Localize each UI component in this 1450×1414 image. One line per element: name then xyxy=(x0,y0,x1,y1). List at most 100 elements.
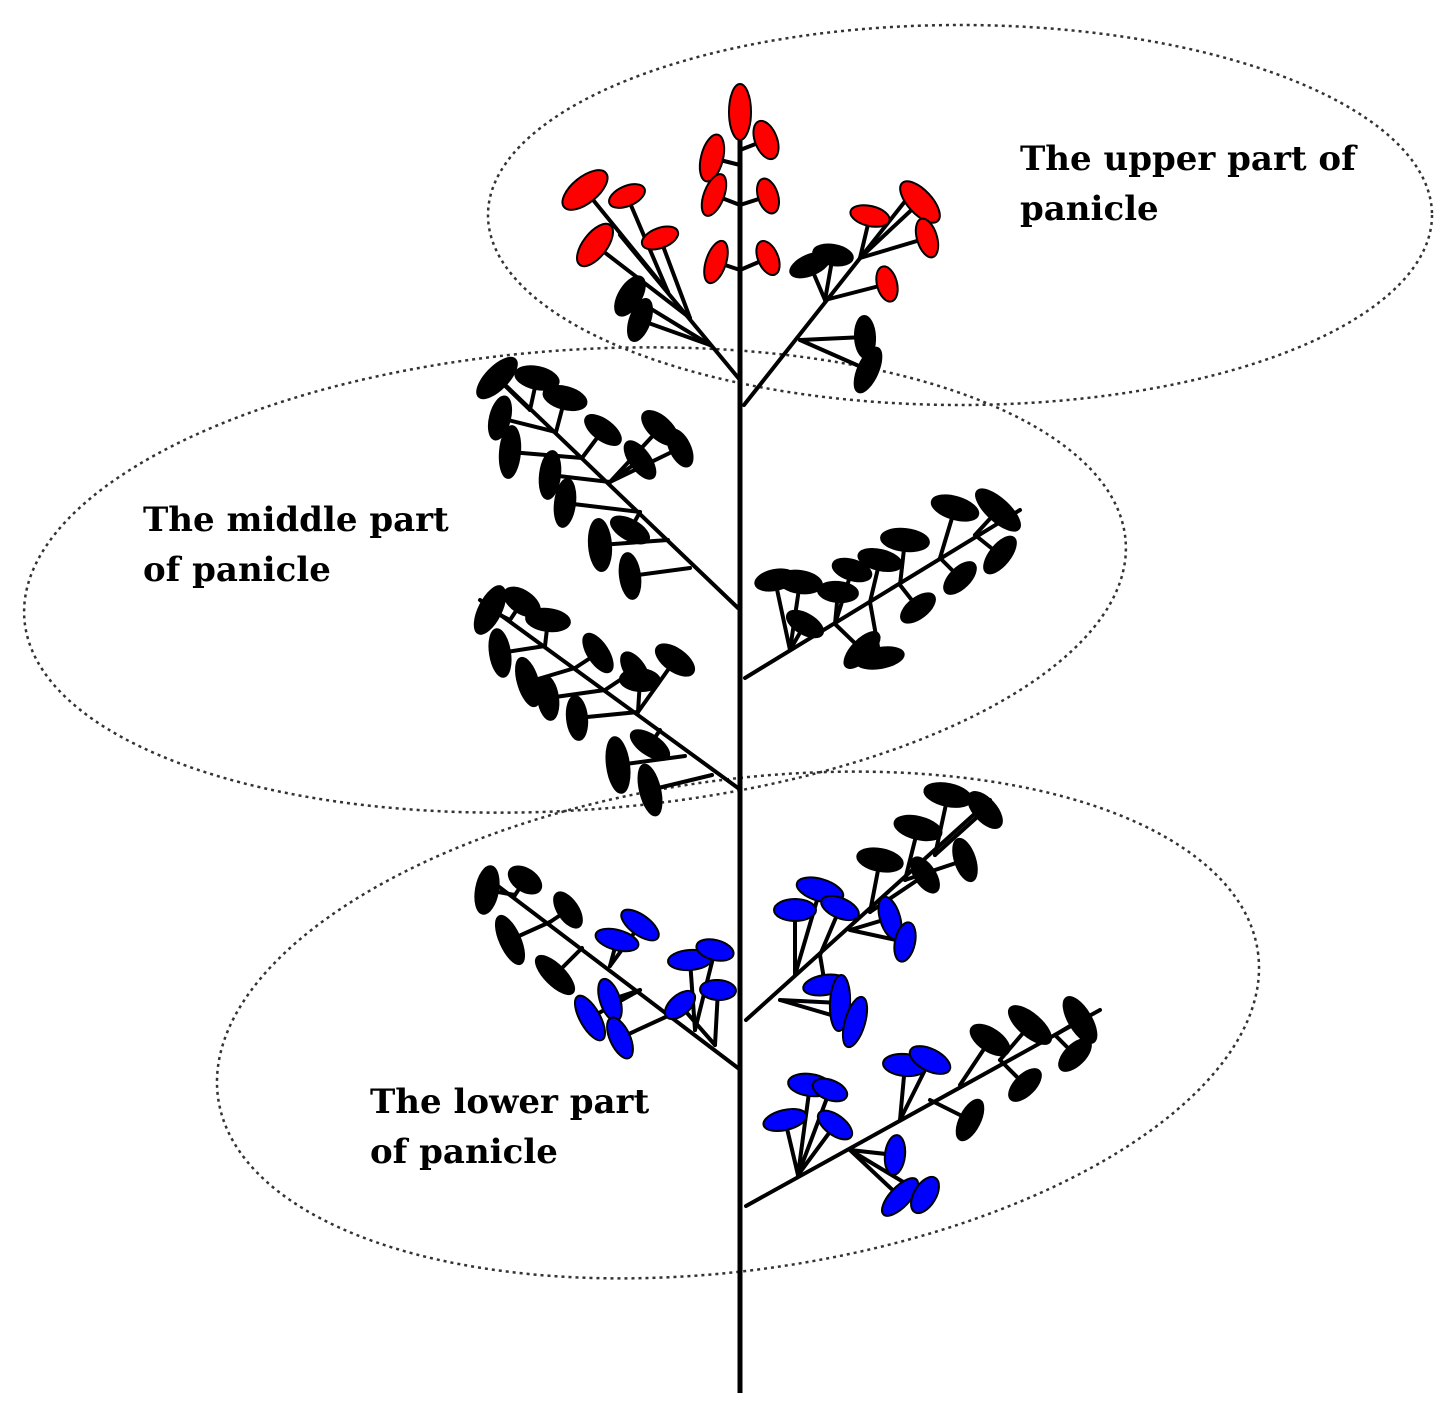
grain-ellipse-icon xyxy=(785,609,825,639)
grain-ellipse-icon xyxy=(627,298,653,342)
grains xyxy=(473,83,1098,1217)
grain-ellipse-icon xyxy=(857,548,903,572)
lower-left-branch xyxy=(488,878,740,1070)
grain-ellipse-icon xyxy=(910,1175,940,1215)
grain-ellipse-icon xyxy=(474,865,500,915)
grain-ellipse-icon xyxy=(914,217,940,259)
grain-ellipse-icon xyxy=(525,607,571,633)
grain-ellipse-icon xyxy=(514,365,560,391)
grain-ellipse-icon xyxy=(880,527,930,553)
pedicel-line xyxy=(563,501,642,514)
grain-ellipse-icon xyxy=(812,243,854,267)
grain-ellipse-icon xyxy=(855,646,905,670)
grain-ellipse-icon xyxy=(629,729,671,761)
pedicel-line xyxy=(858,236,929,260)
grain-ellipse-icon xyxy=(773,898,817,922)
grain-ellipse-icon xyxy=(576,222,614,268)
grain-ellipse-icon xyxy=(654,643,696,677)
grain-ellipse-icon xyxy=(619,667,661,693)
grain-ellipse-icon xyxy=(952,837,978,883)
grain-ellipse-icon xyxy=(883,1134,907,1176)
grain-ellipse-icon xyxy=(594,927,640,953)
pedicel-line xyxy=(658,236,692,320)
grain-ellipse-icon xyxy=(487,395,513,441)
grain-ellipse-icon xyxy=(498,425,522,479)
grain-ellipse-icon xyxy=(698,133,726,183)
grain-ellipse-icon xyxy=(849,204,891,228)
pedicel-line xyxy=(796,1088,832,1177)
grain-ellipse-icon xyxy=(666,428,694,468)
grain-ellipse-icon xyxy=(831,557,873,583)
grain-ellipse-icon xyxy=(756,177,780,215)
grain-ellipse-icon xyxy=(620,908,660,942)
grain-ellipse-icon xyxy=(605,736,631,794)
middle-region-boundary xyxy=(22,346,1128,814)
grain-ellipse-icon xyxy=(699,978,737,1002)
grain-ellipse-icon xyxy=(700,173,728,217)
grain-ellipse-icon xyxy=(817,580,859,604)
grain-ellipse-icon xyxy=(703,239,729,285)
grain-ellipse-icon xyxy=(1062,995,1098,1045)
grain-ellipse-icon xyxy=(606,1016,634,1060)
grain-ellipse-icon xyxy=(969,1023,1011,1057)
grain-ellipse-icon xyxy=(534,954,576,996)
pedicel-line xyxy=(848,1148,902,1199)
grain-ellipse-icon xyxy=(777,569,823,595)
grain-ellipse-icon xyxy=(900,592,936,624)
grain-ellipse-icon xyxy=(930,494,980,522)
grain-ellipse-icon xyxy=(910,856,940,894)
middle-part-label-line2: of panicle xyxy=(143,550,331,590)
grain-ellipse-icon xyxy=(623,440,657,480)
grain-ellipse-icon xyxy=(608,183,646,209)
grain-ellipse-icon xyxy=(893,814,943,842)
grain-ellipse-icon xyxy=(538,450,562,500)
grain-ellipse-icon xyxy=(975,488,1021,532)
grain-ellipse-icon xyxy=(1008,1068,1042,1102)
grain-ellipse-icon xyxy=(587,518,613,572)
grain-ellipse-icon xyxy=(841,995,869,1049)
middle-upper-left-branch xyxy=(498,378,740,610)
lower-part-label-line2: of panicle xyxy=(370,1132,558,1172)
grain-ellipse-icon xyxy=(553,891,583,929)
grain-ellipse-icon xyxy=(1008,1005,1052,1045)
pedicel-line xyxy=(583,188,670,294)
grain-ellipse-icon xyxy=(811,1077,849,1103)
grain-ellipse-icon xyxy=(515,656,541,708)
grain-ellipse-icon xyxy=(663,989,697,1021)
grain-ellipse-icon xyxy=(755,239,781,277)
grain-ellipse-icon xyxy=(610,515,650,545)
grain-ellipse-icon xyxy=(637,763,663,817)
upper-part-label: The upper part of panicle xyxy=(1020,134,1356,234)
grain-ellipse-icon xyxy=(983,535,1017,575)
lower-right-upper-branch xyxy=(744,798,992,1022)
grain-ellipse-icon xyxy=(488,628,512,678)
pedicel-line xyxy=(796,1083,812,1177)
grain-ellipse-icon xyxy=(494,914,526,966)
upper-region-boundary xyxy=(486,23,1434,407)
grain-ellipse-icon xyxy=(536,675,560,721)
grain-ellipse-icon xyxy=(762,1108,808,1132)
grain-ellipse-icon xyxy=(542,384,588,412)
lower-part-label: The lower part of panicle xyxy=(370,1077,649,1177)
lower-part-label-line1: The lower part xyxy=(370,1082,650,1122)
pedicel-line xyxy=(638,318,712,347)
grain-ellipse-icon xyxy=(1058,1038,1092,1072)
grain-ellipse-icon xyxy=(728,83,752,141)
grain-ellipse-icon xyxy=(955,1098,985,1142)
middle-lower-left-branch xyxy=(478,598,740,790)
grain-ellipse-icon xyxy=(582,632,614,674)
grain-ellipse-icon xyxy=(881,1177,919,1217)
grain-ellipse-icon xyxy=(943,561,977,595)
grain-ellipse-icon xyxy=(473,585,507,635)
pedicel-line xyxy=(858,200,922,260)
grain-ellipse-icon xyxy=(507,865,543,895)
grain-ellipse-icon xyxy=(908,1045,952,1075)
grain-ellipse-icon xyxy=(752,119,780,161)
grain-ellipse-icon xyxy=(561,169,609,211)
grain-ellipse-icon xyxy=(967,791,1003,829)
grain-ellipse-icon xyxy=(856,847,904,873)
grain-ellipse-icon xyxy=(584,414,622,446)
grain-ellipse-icon xyxy=(893,921,917,963)
middle-part-label: The middle part of panicle xyxy=(143,495,449,595)
